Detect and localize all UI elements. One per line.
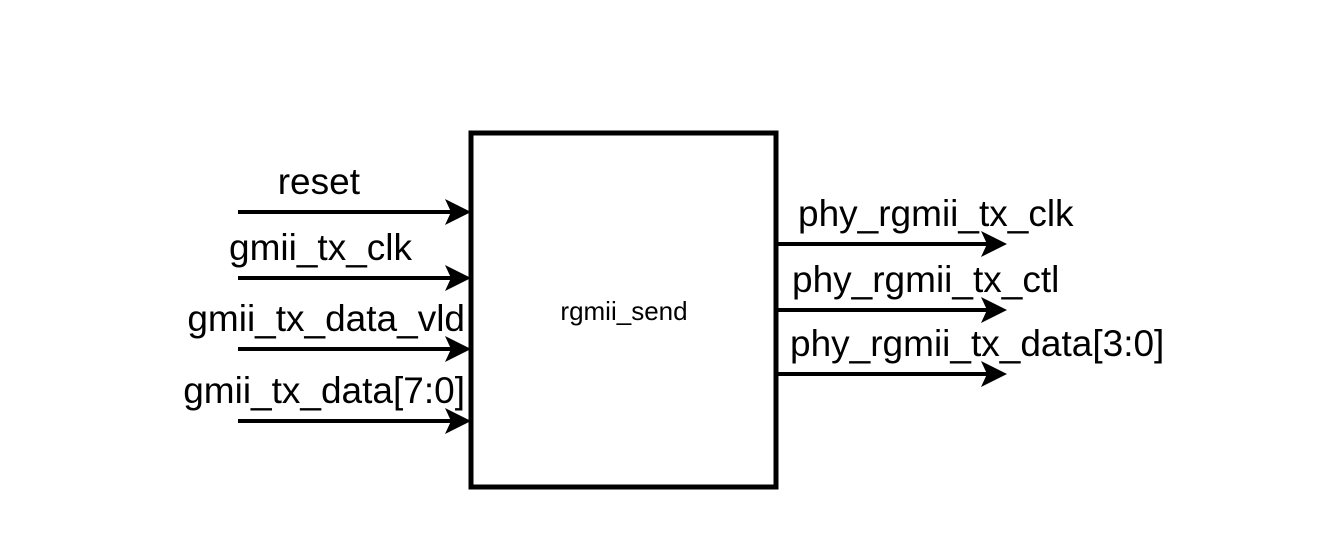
input-port-0[interactable]: reset <box>238 161 471 225</box>
input-arrowhead-gmii-tx-clk <box>445 265 471 291</box>
output-arrowhead-phy-rgmii-tx-clk <box>981 231 1007 257</box>
input-label-gmii-tx-clk: gmii_tx_clk <box>229 227 412 268</box>
input-port-1[interactable]: gmii_tx_clk <box>229 227 471 291</box>
output-label-phy-rgmii-tx-ctl: phy_rgmii_tx_ctl <box>792 259 1059 300</box>
input-port-3[interactable]: gmii_tx_data[7:0] <box>183 370 471 434</box>
output-label-phy-rgmii-tx-data: phy_rgmii_tx_data[3:0] <box>790 323 1164 364</box>
output-port-0[interactable]: phy_rgmii_tx_clk <box>776 193 1074 257</box>
output-arrowhead-phy-rgmii-tx-data <box>981 361 1007 387</box>
input-label-gmii-tx-data-vld: gmii_tx_data_vld <box>187 298 465 339</box>
input-arrowhead-gmii-tx-data-vld <box>445 336 471 362</box>
output-arrowhead-phy-rgmii-tx-ctl <box>981 297 1007 323</box>
output-ports-group: phy_rgmii_tx_clk phy_rgmii_tx_ctl phy_rg… <box>776 193 1164 387</box>
output-port-1[interactable]: phy_rgmii_tx_ctl <box>776 259 1059 323</box>
input-arrowhead-reset <box>445 199 471 225</box>
output-label-phy-rgmii-tx-clk: phy_rgmii_tx_clk <box>798 193 1074 234</box>
input-port-2[interactable]: gmii_tx_data_vld <box>187 298 471 362</box>
module-name-label: rgmii_send <box>560 296 687 326</box>
input-label-gmii-tx-data: gmii_tx_data[7:0] <box>183 370 465 411</box>
input-ports-group: reset gmii_tx_clk gmii_tx_data_vld gmii_… <box>183 161 471 434</box>
output-port-2[interactable]: phy_rgmii_tx_data[3:0] <box>776 323 1164 387</box>
input-label-reset: reset <box>278 161 361 202</box>
module-block-rgmii-send[interactable] <box>468 130 779 490</box>
input-arrowhead-gmii-tx-data <box>445 408 471 434</box>
